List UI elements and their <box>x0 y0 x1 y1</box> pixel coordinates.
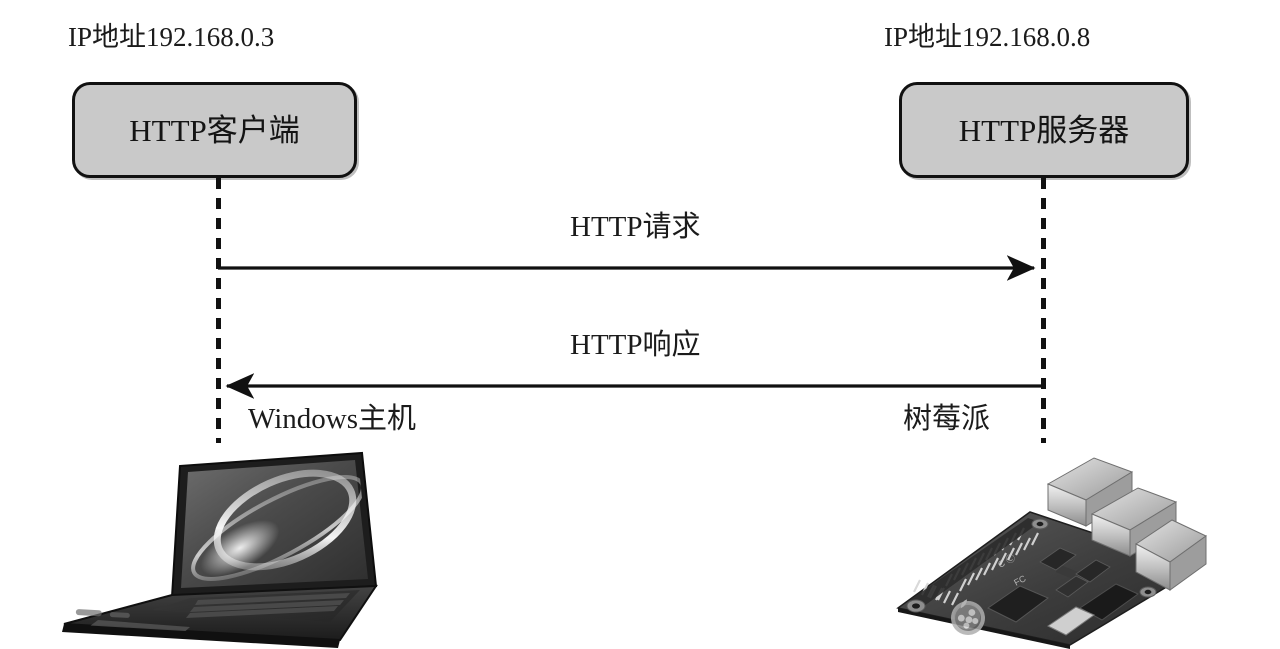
client-ip-label: IP地址192.168.0.3 <box>68 22 275 52</box>
server-host-label: 树莓派 <box>903 403 991 435</box>
laptop-icon <box>40 440 380 649</box>
server-node-label: HTTP服务器 <box>958 112 1130 148</box>
client-node-box[interactable]: HTTP客户端 <box>72 82 357 178</box>
server-ip-label: IP地址192.168.0.8 <box>884 22 1091 52</box>
http-request-label: HTTP请求 <box>570 211 701 243</box>
raspberry-pi-icon: C Ⓒ FC <box>880 440 1210 649</box>
client-node-label: HTTP客户端 <box>129 112 300 148</box>
server-node-box[interactable]: HTTP服务器 <box>899 82 1189 178</box>
http-response-label: HTTP响应 <box>570 329 701 361</box>
client-host-label: Windows主机 <box>248 403 416 435</box>
